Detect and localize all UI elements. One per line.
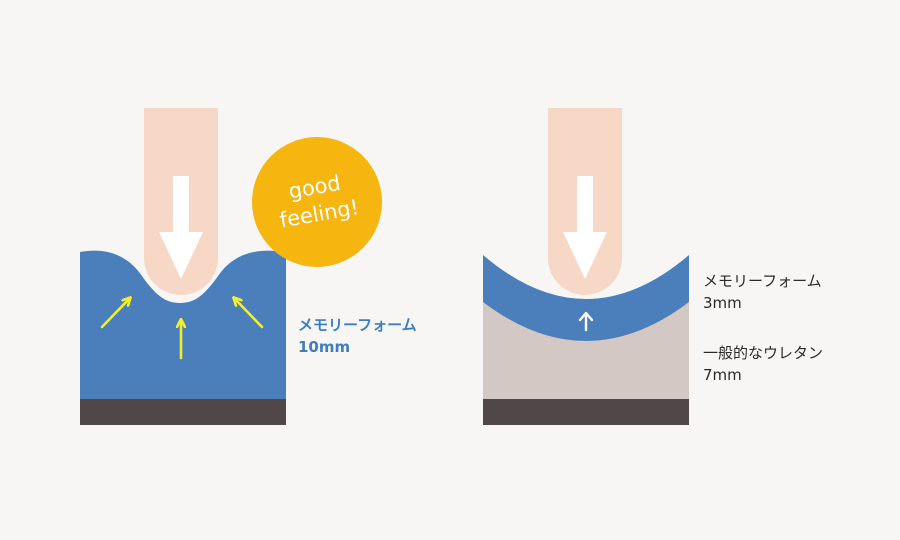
right-base-layer xyxy=(483,398,689,425)
left-base-layer xyxy=(80,398,286,425)
left-press-down-arrow-icon xyxy=(159,176,203,279)
right-urethane-layer xyxy=(483,300,689,399)
left-foam-thickness: 10mm xyxy=(298,338,351,356)
right-urethane-name: 一般的なウレタン xyxy=(703,344,824,362)
left-pressure-arrow-icon xyxy=(234,298,264,329)
right-urethane-thickness: 7mm xyxy=(703,366,742,384)
left-diagram xyxy=(80,108,382,425)
right-foam-thickness: 3mm xyxy=(703,294,742,312)
right-foam-name: メモリーフォーム xyxy=(703,272,822,290)
left-foam-label: メモリーフォーム 10mm xyxy=(298,314,417,358)
left-pressure-arrow-icon xyxy=(100,298,130,329)
right-rebound-up-arrow-icon xyxy=(578,311,594,332)
right-memory-foam-layer xyxy=(483,255,689,341)
good-feeling-badge xyxy=(252,137,382,267)
right-foam-label: メモリーフォーム 3mm xyxy=(703,270,822,314)
right-diagram xyxy=(483,108,689,425)
right-urethane-label: 一般的なウレタン 7mm xyxy=(703,342,823,386)
right-press-down-arrow-icon xyxy=(563,176,607,279)
left-foam-name: メモリーフォーム xyxy=(298,316,417,334)
